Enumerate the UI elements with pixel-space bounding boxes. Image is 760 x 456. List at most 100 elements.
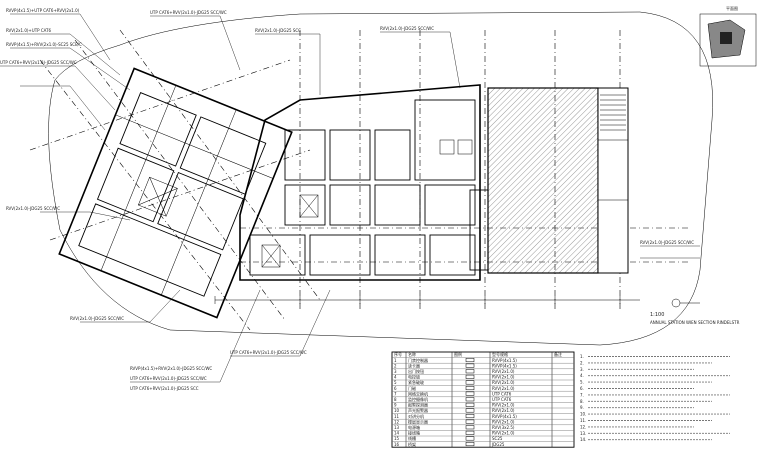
legend-symbol-icon	[465, 419, 475, 424]
legend-cell: 出门按钮	[408, 368, 424, 374]
cable-label: UTP CAT6+RVV(2x1.0)-JDG25 SCC	[130, 386, 199, 391]
legend-symbol-icon	[465, 358, 475, 363]
legend-header-cell: 名称	[408, 351, 416, 357]
cable-label: RVV(2x1.0)-JDG25 SCC/WC	[70, 316, 124, 321]
legend-cell: 2	[394, 363, 397, 368]
legend-cell: RVV(2x1.0)	[492, 408, 515, 413]
legend-cell: SC25	[492, 436, 503, 441]
legend-cell: RVVP(4x1.5)	[492, 414, 517, 419]
note-line: 8.	[580, 399, 584, 404]
legend-cell: RVV(2x1.0)	[492, 403, 515, 408]
legend-cell: 1	[394, 358, 397, 363]
legend-cell: 桥架	[408, 441, 416, 447]
legend-cell: 7	[394, 391, 397, 396]
legend-header-cell: 型号规格	[492, 351, 508, 357]
legend-header-cell: 备注	[554, 351, 562, 357]
legend-symbol-icon	[465, 397, 475, 402]
dimension-lines	[214, 296, 640, 304]
legend-symbol-icon	[465, 386, 475, 391]
keyplan-label: 平面图	[726, 5, 738, 11]
legend-symbol-icon	[465, 363, 475, 368]
cable-label: UTP CAT6+RVV(2x1.0)-JDG25 SCC/WC	[230, 350, 307, 355]
cable-label: RVV(2x1.0)-JDG25 SCC/WC	[640, 240, 694, 245]
cable-label: RVV(2x1.0)-JDG25 SCC	[255, 28, 301, 33]
legend-frame	[391, 351, 575, 448]
legend-symbol-icon	[465, 380, 475, 385]
legend-cell: 3	[394, 369, 397, 374]
scale-label: 1:100	[650, 312, 664, 318]
plan-title: ANNUAL STATION WIEN SECTION RINDELSTR	[650, 320, 740, 325]
legend-symbol-icon	[465, 436, 475, 441]
legend-symbol-icon	[465, 442, 475, 447]
note-line: 11.	[580, 418, 586, 423]
legend-symbol-icon	[465, 408, 475, 413]
legend-cell: 8	[394, 397, 397, 402]
legend-cell: 紧急破玻	[408, 379, 424, 385]
legend-header-cell: 图例	[454, 351, 462, 357]
legend-symbol-icon	[465, 414, 475, 419]
legend-symbol-icon	[465, 391, 475, 396]
note-line: 4.	[580, 373, 584, 378]
legend-cell: 10	[394, 408, 400, 413]
legend-symbol-icon	[465, 374, 475, 379]
note-line: 7.	[580, 392, 584, 397]
legend-cell: RVV(2x1.0)	[492, 386, 515, 391]
cable-label: UTP CAT6+RVV(2x1.0)-JDG25 SCC/WC	[150, 10, 227, 15]
legend-cell: 网络交换机	[408, 390, 428, 396]
legend-cell: 4	[394, 375, 397, 380]
cable-label: RVVP(4x1.5)+RVV(2x1.0)-SC25 SCE/C	[6, 42, 82, 47]
legend-cell: 5	[394, 380, 397, 385]
legend-cell: RVVP(4x1.5)	[492, 363, 517, 368]
legend-cell: 15	[394, 436, 400, 441]
left-building-wing	[58, 67, 293, 319]
legend-cell: 对讲分机	[408, 413, 424, 419]
legend-cell: UTP CAT6	[492, 391, 512, 396]
stair-lines	[600, 94, 626, 131]
legend-cell: RVV(2x1.0)	[492, 380, 515, 385]
note-line: 1.	[580, 354, 584, 359]
cable-label: RVV(2x1.0)+UTP CAT6	[6, 28, 51, 33]
leader-lines	[0, 13, 700, 383]
legend-header-cell: 序号	[394, 351, 402, 357]
note-line: 6.	[580, 386, 584, 391]
legend-cell: 6	[394, 386, 397, 391]
legend-cell: 接线箱	[408, 430, 420, 436]
legend-cell: RVV(2x1.0)	[492, 431, 515, 436]
legend-cell: 楼层显示器	[408, 418, 428, 424]
legend-cell: 12	[394, 419, 400, 424]
right-hall	[469, 87, 629, 274]
center-building	[239, 84, 481, 281]
general-notes: 1.2.3.4.5.6.7.8.9.10.11.12.13.14.	[580, 354, 730, 442]
legend-symbol-icon	[465, 430, 475, 435]
legend-cell: RVV(2x1.0)	[492, 375, 515, 380]
cable-label: RVVP(4x1.5)+UTP CAT6+RVV(2x1.0)	[6, 8, 80, 13]
note-line: 12.	[580, 424, 586, 429]
cable-label: RVVP(4x1.5)+RVV(2x1.0)-JDG25 SCC/WC	[130, 366, 212, 371]
note-line: 9.	[580, 405, 584, 410]
legend-cell: 报警探测器	[408, 402, 428, 408]
legend-symbol-icon	[465, 402, 475, 407]
cable-label: UTP CAT6+RVV(2x1.0)-JDG25 SCC/WC	[0, 60, 77, 65]
legend-cell: 门禁控制器	[408, 357, 428, 363]
legend-cell: 16	[394, 442, 400, 447]
legend-cell: RVV(2x1.0)	[492, 419, 515, 424]
note-line: 10.	[580, 412, 586, 417]
cable-label-group: RVVP(4x1.5)+UTP CAT6+RVV(2x1.0) RVV(2x1.…	[0, 8, 694, 391]
legend-cell: RVVP(4x1.5)	[492, 358, 517, 363]
cable-label: UTP CAT6+RVV(2x1.0)-JDG25 SCC/WC	[130, 376, 207, 381]
note-line: 3.	[580, 367, 584, 372]
plan-title-block: 1:100 ANNUAL STATION WIEN SECTION RINDEL…	[650, 298, 740, 325]
legend-symbol-icon	[465, 369, 475, 374]
legend-cell: 电控锁	[408, 374, 420, 380]
legend-cell: 监控摄像机	[408, 396, 428, 402]
cable-label: RVV(2x1.0)-JDG25 SCC/WC	[6, 206, 60, 211]
legend-cell: RVV(3x2.5)	[492, 425, 515, 430]
legend-cell: 9	[394, 403, 397, 408]
legend-cell: UTP CAT6	[492, 397, 512, 402]
site-boundary	[48, 11, 713, 346]
legend-cell: 线槽	[408, 435, 416, 441]
note-line: 13.	[580, 431, 586, 436]
